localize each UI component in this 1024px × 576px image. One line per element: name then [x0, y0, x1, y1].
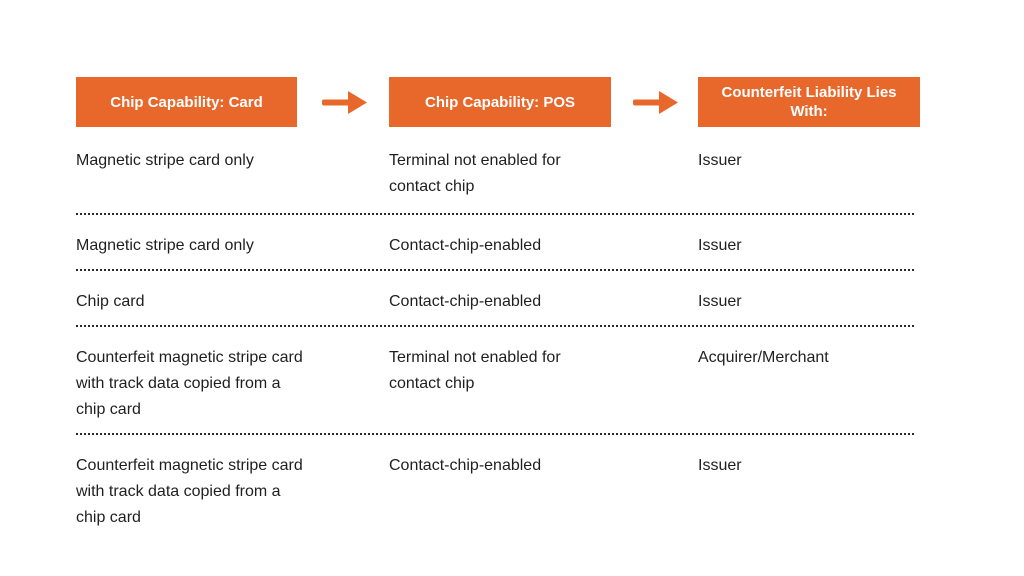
table-content: Chip Capability: Card Chip Capability: P… [76, 77, 920, 541]
arrow-shaft [322, 99, 351, 106]
table-row: Chip card Contact-chip-enabled Issuer [76, 271, 920, 325]
right-arrow-icon [322, 91, 367, 114]
cell-card-capability: Chip card [76, 293, 145, 310]
cell-pos-capability: Contact-chip-enabled [389, 293, 542, 310]
right-arrow-icon [633, 91, 678, 114]
table-row: Magnetic stripe card only Contact-chip-e… [76, 215, 920, 269]
cell-liability: Issuer [698, 457, 742, 474]
header-cell-liability: Counterfeit Liability Lies With: [698, 77, 920, 127]
table-row: Counterfeit magnetic stripe card with tr… [76, 435, 920, 541]
cell-card-capability: Counterfeit magnetic stripe card with tr… [76, 349, 303, 418]
cell-pos-capability: Contact-chip-enabled [389, 457, 542, 474]
cell-pos-capability: Terminal not enabled for contact chip [389, 349, 561, 392]
cell-liability: Acquirer/Merchant [698, 349, 829, 366]
header-cell-card: Chip Capability: Card [76, 77, 389, 127]
arrow-head [659, 91, 678, 114]
cell-liability: Issuer [698, 152, 742, 169]
cell-card-capability: Magnetic stripe card only [76, 237, 254, 254]
table-row: Counterfeit magnetic stripe card with tr… [76, 327, 920, 433]
row-separator [76, 433, 914, 435]
arrow-head [348, 91, 367, 114]
header-row: Chip Capability: Card Chip Capability: P… [76, 77, 920, 127]
row-separator [76, 269, 914, 271]
header-box-counterfeit-liability: Counterfeit Liability Lies With: [698, 77, 920, 127]
cell-card-capability: Counterfeit magnetic stripe card with tr… [76, 457, 303, 526]
cell-pos-capability: Contact-chip-enabled [389, 237, 542, 254]
cell-liability: Issuer [698, 293, 742, 310]
table-row: Magnetic stripe card only Terminal not e… [76, 127, 920, 213]
row-separator [76, 325, 914, 327]
cell-card-capability: Magnetic stripe card only [76, 152, 254, 169]
header-cell-pos: Chip Capability: POS [389, 77, 698, 127]
cell-liability: Issuer [698, 237, 742, 254]
row-separator [76, 213, 914, 215]
header-box-chip-capability-card: Chip Capability: Card [76, 77, 297, 127]
arrow-shaft [633, 99, 662, 106]
cell-pos-capability: Terminal not enabled for contact chip [389, 152, 561, 195]
header-box-chip-capability-pos: Chip Capability: POS [389, 77, 611, 127]
